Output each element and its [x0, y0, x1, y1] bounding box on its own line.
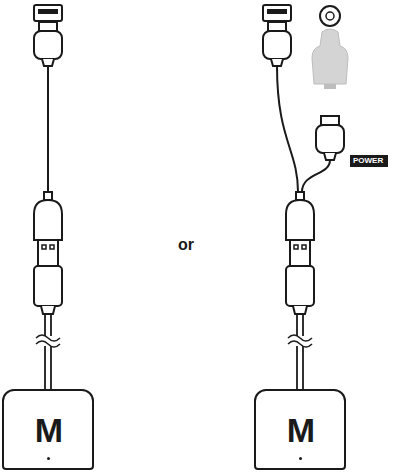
status-light — [299, 457, 302, 460]
power-tag: POWER — [350, 155, 388, 167]
brand-logo: M — [287, 413, 313, 447]
brand-logo: M — [35, 413, 61, 447]
receiver-device: M — [254, 389, 346, 470]
receiver-device: M — [2, 389, 94, 470]
alternative-label: or — [178, 236, 194, 254]
tag-text: POWER — [353, 157, 385, 165]
status-light — [47, 457, 50, 460]
